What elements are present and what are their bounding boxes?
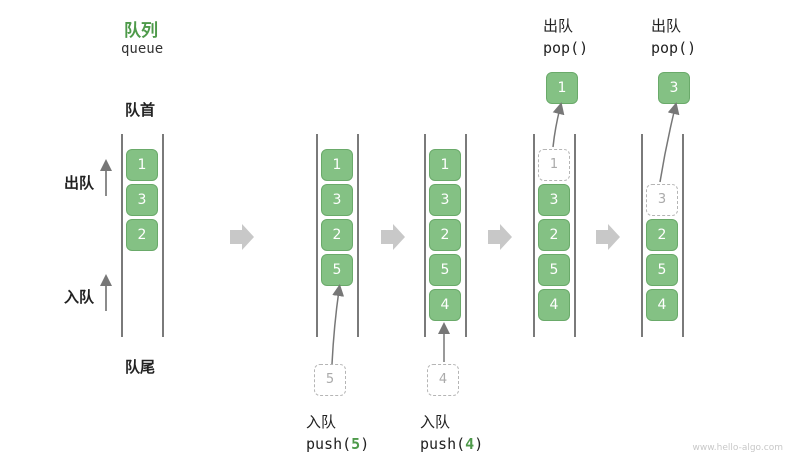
push-call: push(5) (306, 435, 370, 453)
queue-rail-right (682, 134, 684, 337)
pop-call: pop() (651, 39, 697, 57)
queue-element: 1 (321, 149, 353, 181)
diagram-subtitle: queue (121, 41, 164, 57)
push-arrow (331, 284, 345, 365)
queue-element: 2 (126, 219, 158, 251)
queue-element: 4 (429, 289, 461, 321)
next-step-arrow (230, 224, 254, 250)
queue-rail-left (641, 134, 643, 337)
pop-arrow (552, 102, 565, 148)
popped-element-ghost: 3 (646, 184, 678, 216)
dequeue-side-label: 出队 (64, 174, 95, 192)
queue-rail-left (316, 134, 318, 337)
queue-tail-label: 队尾 (125, 358, 156, 376)
push-call: push(4) (420, 435, 484, 453)
queue-element: 2 (321, 219, 353, 251)
queue-rail-right (465, 134, 467, 337)
popped-element: 1 (546, 72, 578, 104)
pushed-element-ghost: 5 (314, 364, 346, 396)
enqueue-side-label: 入队 (64, 288, 95, 306)
queue-rail-right (574, 134, 576, 337)
queue-element: 5 (429, 254, 461, 286)
queue-element: 4 (538, 289, 570, 321)
queue-element: 3 (321, 184, 353, 216)
dequeue-op-label: 出队 (543, 17, 574, 35)
enqueue-op-label: 入队 (420, 413, 451, 431)
queue-element: 3 (126, 184, 158, 216)
pop-call: pop() (543, 39, 589, 57)
queue-element: 4 (646, 289, 678, 321)
pop-arrow (659, 102, 680, 183)
diagram-title: 队列 (124, 21, 158, 41)
dequeue-op-label: 出队 (651, 17, 682, 35)
next-step-arrow (596, 224, 620, 250)
queue-element: 2 (429, 219, 461, 251)
pushed-element-ghost: 4 (427, 364, 459, 396)
queue-rail-left (533, 134, 535, 337)
next-step-arrow (381, 224, 405, 250)
enqueue-op-label: 入队 (306, 413, 337, 431)
queue-rail-left (424, 134, 426, 337)
popped-element-ghost: 1 (538, 149, 570, 181)
queue-element: 2 (646, 219, 678, 251)
queue-element: 3 (429, 184, 461, 216)
queue-element: 1 (126, 149, 158, 181)
watermark: www.hello-algo.com (692, 443, 783, 453)
queue-rail-right (162, 134, 164, 337)
queue-rail-left (121, 134, 123, 337)
popped-element: 3 (658, 72, 690, 104)
queue-element: 5 (646, 254, 678, 286)
queue-element: 2 (538, 219, 570, 251)
queue-head-label: 队首 (125, 101, 156, 119)
queue-element: 1 (429, 149, 461, 181)
queue-rail-right (357, 134, 359, 337)
queue-element: 5 (538, 254, 570, 286)
queue-element: 3 (538, 184, 570, 216)
next-step-arrow (488, 224, 512, 250)
